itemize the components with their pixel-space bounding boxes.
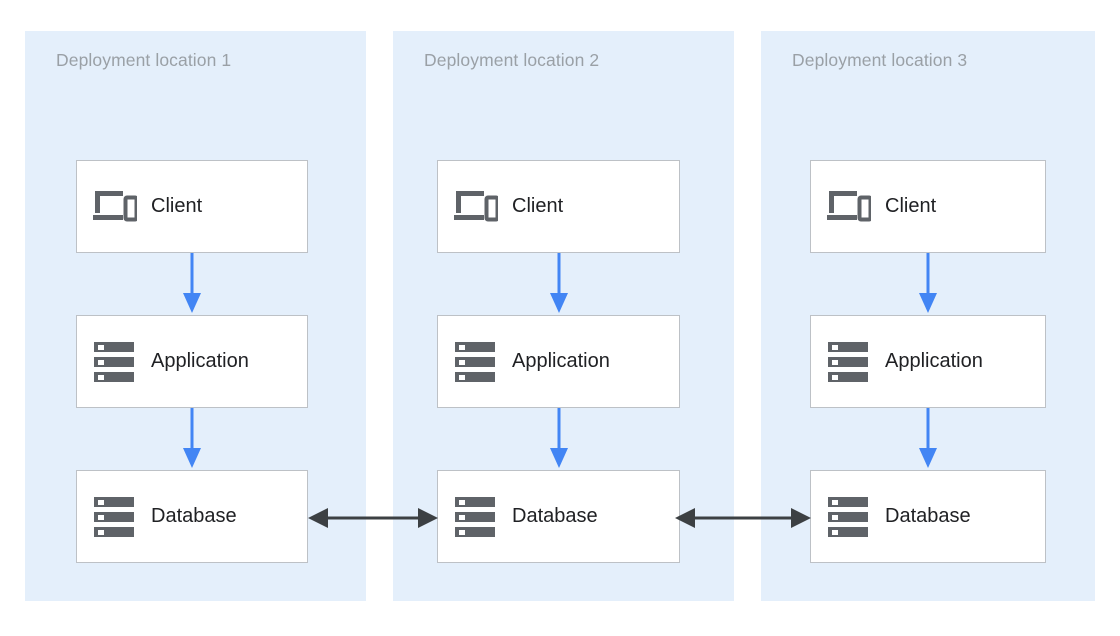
deployment-location-panel-1: Deployment location 1 Client: [25, 31, 366, 601]
arrow-client-to-application-2: [547, 253, 571, 315]
node-label: Client: [885, 195, 937, 217]
deployment-location-panel-3: Deployment location 3 Client: [761, 31, 1095, 601]
node-label: Database: [512, 505, 598, 527]
arrow-client-to-application-3: [916, 253, 940, 315]
arrow-database-1-to-database-2: [308, 503, 438, 533]
node-label: Application: [512, 350, 610, 372]
node-client-1[interactable]: Client: [76, 160, 308, 253]
node-client-3[interactable]: Client: [810, 160, 1046, 253]
server-icon: [438, 340, 512, 384]
arrow-client-to-application-1: [180, 253, 204, 315]
node-application-1[interactable]: Application: [76, 315, 308, 408]
node-application-3[interactable]: Application: [810, 315, 1046, 408]
node-application-2[interactable]: Application: [437, 315, 680, 408]
devices-icon: [77, 189, 151, 225]
panel-title-2: Deployment location 2: [424, 50, 600, 70]
node-database-2[interactable]: Database: [437, 470, 680, 563]
panel-title-3: Deployment location 3: [792, 50, 968, 70]
server-icon: [811, 495, 885, 539]
node-client-2[interactable]: Client: [437, 160, 680, 253]
deployment-location-panel-2: Deployment location 2 Client: [393, 31, 734, 601]
arrow-application-to-database-3: [916, 408, 940, 470]
node-label: Database: [151, 505, 237, 527]
node-label: Client: [151, 195, 203, 217]
arrow-application-to-database-2: [547, 408, 571, 470]
server-icon: [811, 340, 885, 384]
node-label: Application: [885, 350, 983, 372]
node-label: Database: [885, 505, 971, 527]
node-database-1[interactable]: Database: [76, 470, 308, 563]
devices-icon: [811, 189, 885, 225]
panel-title-1: Deployment location 1: [56, 50, 232, 70]
arrow-application-to-database-1: [180, 408, 204, 470]
arrow-database-2-to-database-3: [675, 503, 811, 533]
server-icon: [438, 495, 512, 539]
devices-icon: [438, 189, 512, 225]
server-icon: [77, 495, 151, 539]
node-label: Client: [512, 195, 564, 217]
server-icon: [77, 340, 151, 384]
node-label: Application: [151, 350, 249, 372]
node-database-3[interactable]: Database: [810, 470, 1046, 563]
